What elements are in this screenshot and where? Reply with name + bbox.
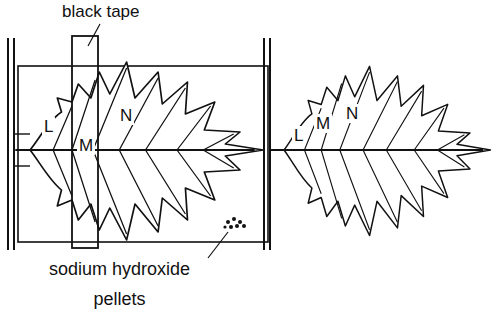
region-letter: N [118, 106, 134, 125]
region-letter: L [292, 126, 305, 145]
callout-label: black tape [62, 2, 140, 21]
region-letter: M [314, 114, 332, 133]
callout-label: sodium hydroxide pellets [32, 254, 207, 314]
region-letter: M [77, 136, 95, 155]
region-letter: N [344, 104, 360, 123]
region-letter: L [42, 117, 55, 136]
